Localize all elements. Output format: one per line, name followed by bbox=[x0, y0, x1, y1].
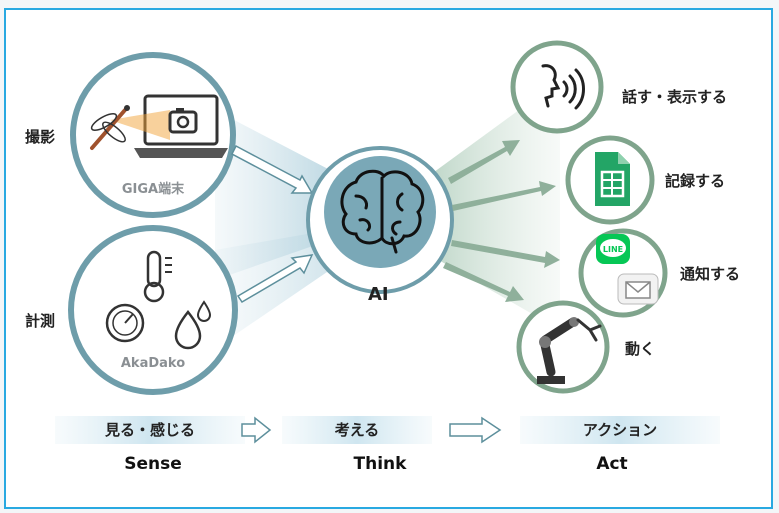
action-circle-record bbox=[565, 135, 655, 225]
laptop-icon bbox=[110, 94, 228, 158]
water-drops-icon bbox=[174, 300, 212, 350]
measure-label: 計測 bbox=[25, 312, 56, 330]
arrow-sense-to-ai bbox=[231, 144, 314, 304]
action-circle-speak bbox=[510, 40, 604, 134]
stage-think-en: Think bbox=[353, 454, 407, 474]
dragonfly-icon bbox=[90, 105, 130, 150]
stage-band-act bbox=[520, 416, 720, 444]
action-record-label: 記録する bbox=[665, 172, 726, 190]
ai-label: AI bbox=[368, 284, 389, 305]
stage-act-jp: アクション bbox=[582, 421, 658, 439]
device-label-giga: GIGA端末 bbox=[121, 182, 185, 197]
line-badge-text: LINE bbox=[603, 245, 623, 254]
thermometer-icon bbox=[143, 250, 172, 303]
line-app-icon: LINE bbox=[596, 234, 630, 264]
capture-label: 撮影 bbox=[25, 128, 56, 146]
action-move-label: 動く bbox=[625, 340, 656, 358]
stage-act-en: Act bbox=[596, 454, 628, 474]
output-beam bbox=[430, 80, 560, 330]
device-label-akadako: AkaDako bbox=[120, 356, 186, 371]
ai-circle bbox=[306, 146, 454, 294]
stage-arrow bbox=[241, 416, 502, 444]
spreadsheet-icon bbox=[595, 152, 630, 206]
mail-icon bbox=[617, 273, 659, 305]
robot-arm-icon bbox=[537, 317, 602, 384]
pressure-gauge-icon bbox=[105, 303, 145, 343]
stage-sense-en: Sense bbox=[124, 454, 182, 474]
stage-band-sense bbox=[55, 416, 245, 444]
speaking-head-icon bbox=[541, 64, 585, 110]
action-notify-label: 通知する bbox=[680, 265, 741, 283]
arrow-ai-to-actions bbox=[443, 140, 560, 302]
action-circle-move bbox=[516, 300, 610, 394]
action-speak-label: 話す・表示する bbox=[622, 88, 728, 106]
brain-icon bbox=[340, 169, 425, 254]
device-circle-giga bbox=[70, 52, 236, 218]
stage-sense-jp: 見る・感じる bbox=[104, 421, 195, 439]
device-circle-akadako bbox=[68, 225, 238, 395]
stage-think-jp: 考える bbox=[334, 421, 380, 439]
stage-band-think bbox=[282, 416, 432, 444]
action-circle-notify: LINE bbox=[578, 228, 668, 318]
